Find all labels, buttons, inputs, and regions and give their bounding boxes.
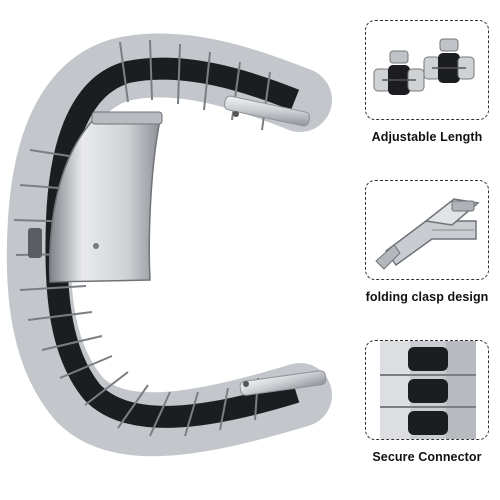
feature-thumb-2 <box>365 180 489 280</box>
feature-panel-adjustable-length: Adjustable Length <box>360 20 494 144</box>
spring-bar-top <box>223 95 311 127</box>
feature-caption: Secure Connector <box>372 450 482 464</box>
spring-bar-pin-top <box>233 111 239 117</box>
folding-clasp-plate <box>48 117 161 283</box>
clasp-release-button <box>28 228 42 258</box>
spring-bar-bottom <box>239 370 327 396</box>
feature-caption: folding clasp design <box>365 290 489 304</box>
clasp-rivet <box>93 243 99 249</box>
watch-link-pins-icon <box>373 38 475 95</box>
feature-thumb-3 <box>365 340 489 440</box>
feature-panel-folding-clasp: folding clasp design <box>360 180 494 304</box>
feature-thumb-1 <box>365 20 489 120</box>
band-connector-icon <box>380 341 476 439</box>
watch-band-photo <box>6 33 332 457</box>
folding-clasp-icon <box>375 198 480 270</box>
clasp-hinge <box>91 111 163 125</box>
spring-bar-pin-bottom <box>243 381 249 387</box>
feature-panel-secure-connector: Secure Connector <box>360 340 494 464</box>
feature-caption: Adjustable Length <box>371 130 483 144</box>
